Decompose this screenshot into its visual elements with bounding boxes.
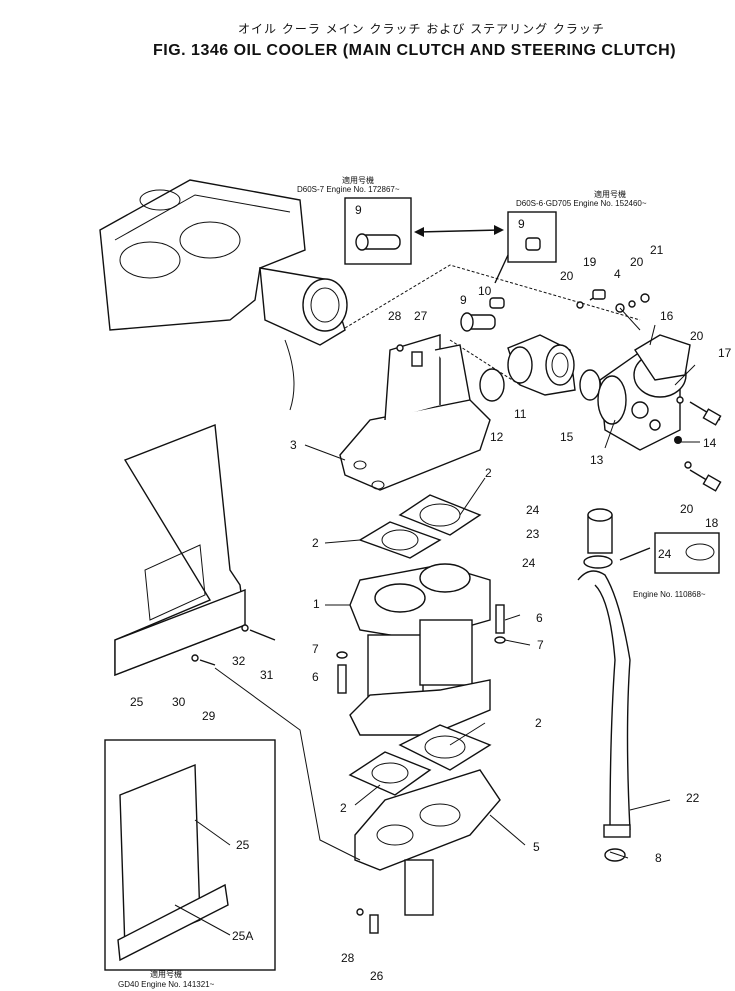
callout-25A: 25A [232,929,253,943]
callout-6: 6 [536,611,543,625]
part-24-clamp [583,555,613,569]
callout-29: 29 [202,709,216,723]
variant-box-d60s6 [507,211,557,263]
callout-20: 20 [680,502,694,516]
part-2-gaskets-upper [358,494,482,559]
callout-20: 20 [630,255,644,269]
part-22-pipe [577,570,631,838]
callout-28: 28 [388,309,402,323]
callout-26: 26 [370,969,384,983]
note-d60s7: D60S-7 Engine No. 172867~ [297,185,400,194]
variant-box-gd40 [104,739,276,971]
callout-11: 11 [514,407,527,421]
variant-box-110868 [654,532,720,574]
part-7-washer-right [494,636,506,644]
note-engine-110868: Engine No. 110868~ [633,590,706,599]
callout-27: 27 [414,309,428,323]
interchange-arrow [417,229,501,233]
callout-8: 8 [655,851,662,865]
callout-21: 21 [650,243,664,257]
note-d60s6-jp: 適用号機 [594,189,626,199]
callout-3: 3 [290,438,297,452]
callout-20: 20 [560,269,574,283]
note-gd40: GD40 Engine No. 141321~ [118,980,215,989]
part-30-washer [191,654,199,662]
note-gd40-jp: 適用号機 [150,969,182,979]
callout-31: 31 [260,668,274,682]
callout-25: 25 [236,838,250,852]
callout-16: 16 [660,309,674,323]
callout-2: 2 [535,716,542,730]
callout-30: 30 [172,695,186,709]
callout-9: 9 [518,217,525,231]
part-25-bracket [114,424,246,677]
callout-7: 7 [537,638,544,652]
note-d60s6: D60S-6·GD705 Engine No. 152460~ [516,199,647,208]
note-d60s7-jp: 適用号機 [342,175,374,185]
callout-20: 20 [690,329,704,343]
part-21-nut [640,293,650,303]
callout-6: 6 [312,670,319,684]
callout-18: 18 [705,516,719,530]
part-28-washer [396,344,404,352]
part-11-elbow [507,334,576,396]
part-32-washer [241,624,249,632]
variant-box-d60s7 [344,197,412,265]
engine-block [99,179,348,411]
japanese-title: オイル クーラ メイン クラッチ および ステアリング クラッチ [238,22,605,36]
callout-2: 2 [340,801,347,815]
callout-12: 12 [490,430,504,444]
part-27-bolt [411,351,423,367]
callout-10: 10 [478,284,492,298]
part-1-oil-cooler [349,563,491,736]
callout-24: 24 [658,547,672,561]
part-15-oring [579,369,601,401]
callout-7: 7 [312,642,319,656]
part-10-plug [489,297,505,309]
callout-9: 9 [460,293,467,307]
callout-4: 4 [614,267,621,281]
part-12-oring [479,368,505,402]
figure-title: FIG. 1346 OIL COOLER (MAIN CLUTCH AND ST… [153,42,677,59]
part-3-manifold [339,334,491,491]
callout-2: 2 [312,536,319,550]
callout-13: 13 [590,453,604,467]
callout-28: 28 [341,951,355,965]
callout-19: 19 [583,255,597,269]
callout-17: 17 [718,346,732,360]
callout-9: 9 [355,203,362,217]
part-6-bolt-right [495,604,505,634]
callout-2: 2 [485,466,492,480]
callout-32: 32 [232,654,246,668]
callout-22: 22 [686,791,700,805]
part-8-oring [604,848,626,862]
part-14-nut [674,436,682,444]
callout-25: 25 [130,695,144,709]
part-29-bolt [199,659,216,666]
part-31-bolt [249,629,276,641]
part-2-gaskets-lower [348,724,492,796]
callout-1: 1 [313,597,320,611]
callout-24: 24 [526,503,540,517]
part-16-cover [634,334,691,381]
callout-14: 14 [703,436,717,450]
part-5-base [354,769,501,916]
callout-23: 23 [526,527,540,541]
callout-15: 15 [560,430,574,444]
callout-5: 5 [533,840,540,854]
part-7-washer-left [336,651,348,659]
part-6-bolt-left [337,664,347,694]
callout-24: 24 [522,556,536,570]
